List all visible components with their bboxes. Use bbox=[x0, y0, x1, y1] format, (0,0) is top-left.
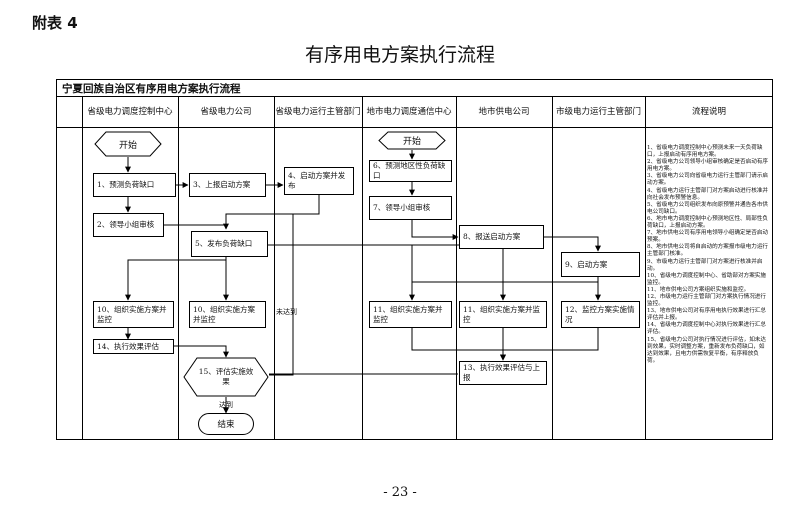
process-notes: 1、省级电力调度控制中心预测未来一天负荷缺口，上报启动有序用电方案。 2、省级电… bbox=[647, 145, 769, 365]
start-label-provincial: 开始 bbox=[118, 140, 137, 151]
column-header-provincial-dispatch: 省级电力调度控制中心 bbox=[87, 106, 173, 117]
note-item: 1、省级电力调度控制中心预测未来一天负荷缺口，上报启动有序用电方案。 bbox=[647, 145, 763, 159]
not-reached-label: 未达到 bbox=[276, 308, 297, 316]
start-terminal-provincial bbox=[94, 131, 162, 157]
column-header-city-dispatch: 地市电力调度通信中心 bbox=[366, 106, 452, 117]
column-header-city-power-company: 地市供电公司 bbox=[478, 106, 530, 117]
note-item: 13、地市供电公司对有序用电执行效果进行汇总评估并上报。 bbox=[647, 308, 766, 322]
table-divider bbox=[56, 127, 773, 128]
note-item: 11、地市供电公司方案组织实施和监控。 bbox=[647, 286, 750, 293]
note-item: 4、省级电力运行主管部门对方案启动进行核准并向社会发布预警信息。 bbox=[647, 187, 769, 201]
note-item: 8、地市供电公司将自启动的方案报市级电力运行主管部门核准。 bbox=[647, 244, 769, 258]
start-label-city: 开始 bbox=[402, 137, 421, 147]
column-header-provincial-authority: 省级电力运行主管部门 bbox=[275, 106, 361, 117]
column-divider bbox=[456, 96, 457, 440]
reached-label: 达到 bbox=[219, 401, 233, 409]
column-divider bbox=[362, 96, 363, 440]
end-terminal: 结束 bbox=[198, 413, 254, 435]
note-item: 2、省级电力公司领导小组审核确定是否启动有序用电方案。 bbox=[647, 159, 769, 173]
step-10-implement-monitor-dispatch: 10、组织实施方案并监控 bbox=[93, 301, 174, 328]
step-11-implement-monitor-dispatch: 11、组织实施方案并监控 bbox=[369, 301, 452, 328]
step-14-evaluate-effect: 14、执行效果评估 bbox=[93, 339, 174, 354]
step-12-monitor-implementation: 12、监控方案实施情况 bbox=[561, 301, 640, 328]
column-divider bbox=[552, 96, 553, 440]
decision-15-evaluate bbox=[183, 357, 269, 397]
page-title: 有序用电方案执行流程 bbox=[304, 44, 495, 66]
note-item: 10、省级电力调度控制中心、省助部对方案实施监控。 bbox=[647, 272, 766, 286]
note-item: 9、市级电力运行主管部门对方案进行核准并启动。 bbox=[647, 258, 763, 272]
step-4-activate-and-publish: 4、启动方案并发布 bbox=[284, 167, 354, 195]
column-divider bbox=[645, 96, 646, 440]
table-title: 宁夏回族自治区有序用电方案执行流程 bbox=[62, 83, 241, 95]
note-item: 6、地市电力调度控制中心预测地区性、局部性负荷缺口，上报启动方案。 bbox=[647, 215, 769, 230]
flowchart-table bbox=[56, 79, 773, 440]
column-divider bbox=[274, 96, 275, 440]
note-item: 12、市级电力运行主管部门对方案执行情况进行监控。 bbox=[647, 293, 766, 308]
step-2-leadership-review: 2、领导小组审核 bbox=[93, 213, 164, 237]
note-item: 15、省级电力公司对执行情况进行评估，如未达到效果，实时调整方案，重新发布负荷缺… bbox=[647, 336, 766, 364]
step-3-submit-plan: 3、上报启动方案 bbox=[189, 173, 266, 197]
step-9-activate-plan: 9、启动方案 bbox=[561, 252, 640, 277]
decision-15-label: 15、评估实施效果 bbox=[198, 367, 254, 386]
step-6-forecast-regional-gap: 6、预测地区性负荷缺口 bbox=[369, 160, 452, 182]
column-divider bbox=[82, 96, 83, 440]
step-1-forecast-load-gap: 1、预测负荷缺口 bbox=[93, 173, 176, 197]
note-item: 7、地市供电公司有序用电领导小组确定是否启动预案。 bbox=[647, 230, 769, 244]
step-7-leadership-review: 7、领导小组审核 bbox=[369, 196, 452, 220]
note-item: 5、省级电力公司组织发布向原预警并通告各市供电公司缺口。 bbox=[647, 201, 769, 215]
note-item: 3、省级电力公司向省级电力运行主管部门请示启动方案。 bbox=[647, 173, 769, 187]
column-divider bbox=[178, 96, 179, 440]
appendix-label: 附表 4 bbox=[32, 14, 78, 32]
step-8-submit-plan: 8、报送启动方案 bbox=[459, 225, 544, 249]
column-header-provincial-power-company: 省级电力公司 bbox=[200, 106, 252, 117]
page-number: - 23 - bbox=[383, 485, 417, 500]
column-header-city-authority: 市级电力运行主管部门 bbox=[555, 106, 641, 117]
step-13-evaluate-and-report: 13、执行效果评估与上报 bbox=[459, 361, 547, 385]
step-5-publish-load-gap: 5、发布负荷缺口 bbox=[191, 231, 268, 257]
start-terminal-city bbox=[378, 131, 446, 150]
note-item: 14、省级电力调度控制中心对执行效果进行汇总评估。 bbox=[647, 322, 766, 336]
step-10-implement-monitor-company: 10、组织实施方案并监控 bbox=[189, 301, 266, 328]
table-divider bbox=[56, 96, 773, 97]
step-11-implement-monitor-company: 11、组织实施方案并监控 bbox=[459, 301, 547, 328]
column-header-process-notes: 流程说明 bbox=[691, 106, 726, 117]
